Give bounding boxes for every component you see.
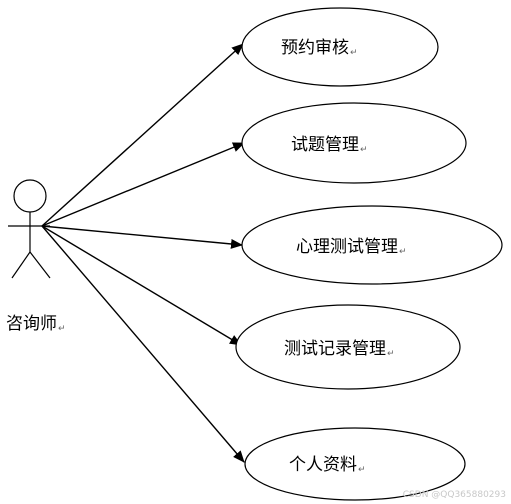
actor-left-leg — [11, 251, 31, 279]
associations — [41, 43, 245, 463]
actor-right-leg — [29, 251, 51, 279]
use-case-2-ellipse — [241, 102, 467, 184]
use-case-4-label: 测试记录管理↵ — [284, 339, 395, 359]
association-arrow-5 — [41, 225, 245, 463]
use-case-2-paragraph-mark: ↵ — [360, 145, 368, 155]
use-case-1-label-text: 预约审核 — [281, 38, 349, 58]
use-case-1: 预约审核↵ — [241, 7, 439, 87]
use-case-4-paragraph-mark: ↵ — [387, 349, 395, 359]
use-case-3: 心理测试管理↵ — [241, 205, 503, 285]
use-case-5-label: 个人资料↵ — [289, 455, 366, 475]
actor-head — [13, 179, 47, 213]
watermark: CSDN @QQ365880293 — [403, 490, 506, 500]
use-case-2: 试题管理↵ — [241, 102, 467, 184]
use-case-5: 个人资料↵ — [244, 427, 466, 501]
use-case-1-paragraph-mark: ↵ — [350, 48, 358, 58]
actor-label: 咨询师↵ — [6, 314, 66, 334]
use-case-1-ellipse — [241, 7, 439, 87]
use-case-1-label: 预约审核↵ — [281, 38, 358, 58]
use-case-5-label-text: 个人资料 — [289, 455, 357, 475]
use-case-2-label: 试题管理↵ — [291, 135, 368, 155]
use-case-3-ellipse — [241, 205, 503, 285]
association-arrow-3 — [41, 225, 243, 249]
association-arrow-4 — [41, 225, 242, 346]
use-case-4-label-text: 测试记录管理 — [284, 339, 386, 359]
actor-label-text: 咨询师 — [6, 314, 57, 334]
actor-paragraph-mark: ↵ — [58, 324, 66, 334]
use-case-5-paragraph-mark: ↵ — [358, 465, 366, 475]
association-arrow-2 — [41, 142, 245, 227]
use-case-3-label: 心理测试管理↵ — [296, 237, 407, 257]
association-arrow-1 — [41, 43, 244, 227]
use-case-3-paragraph-mark: ↵ — [399, 247, 407, 257]
use-case-5-ellipse — [244, 427, 466, 501]
use-case-4: 测试记录管理↵ — [235, 304, 461, 390]
use-case-2-label-text: 试题管理 — [291, 135, 359, 155]
use-case-3-label-text: 心理测试管理 — [296, 237, 398, 257]
use-case-4-ellipse — [235, 304, 461, 390]
